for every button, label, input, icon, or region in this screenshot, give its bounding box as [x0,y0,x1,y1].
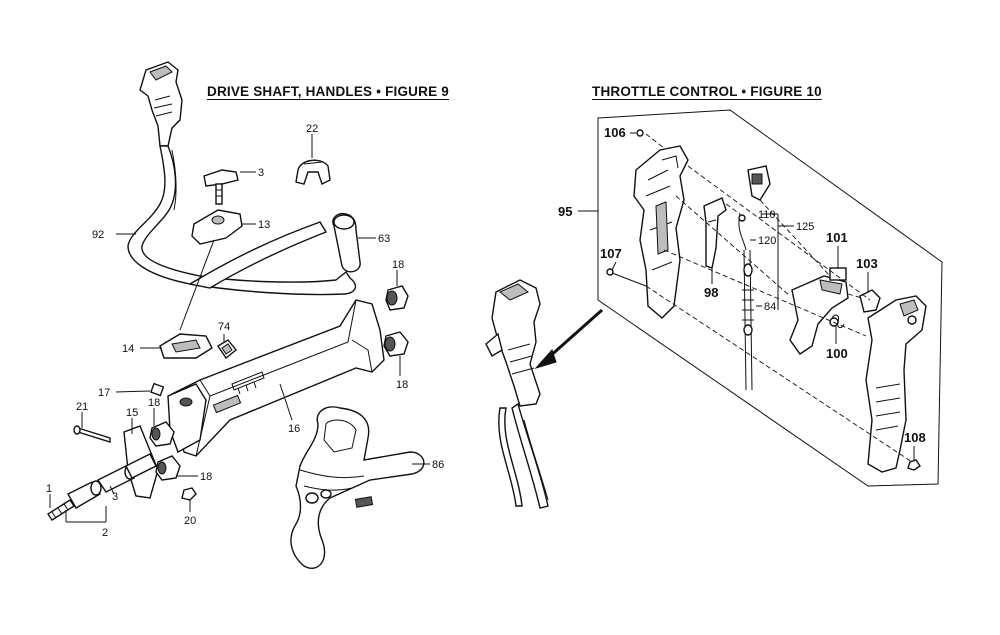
callout-86: 86 [432,459,444,471]
callout-3: 3 [112,491,118,503]
callout-17: 17 [98,387,110,399]
callout-103: 103 [856,256,878,271]
housing-right-half [865,295,927,473]
callout-110: 110 [758,209,776,221]
callout-2: 2 [102,527,108,539]
callout-1: 1 [46,483,52,495]
bushing-18-top [385,285,409,311]
callout-18-d: 18 [200,471,212,483]
housing-left-half [633,129,689,319]
shaft-assembly [47,453,157,521]
callout-108: 108 [904,430,926,445]
knob-11 [203,169,239,205]
callout-16: 16 [288,423,300,435]
clamp-13 [191,209,243,245]
bushing-18-lower-a [149,421,175,447]
callout-101: 101 [826,230,848,245]
callout-15: 15 [126,407,138,419]
callout-18-a: 18 [392,259,404,271]
figure-9-leaders [49,134,430,523]
callout-11: 3 [258,167,264,179]
callout-63: 63 [378,233,390,245]
harness-86 [290,406,425,569]
trigger-101 [789,267,849,355]
callout-125: 125 [796,221,814,233]
nut-20 [181,487,197,501]
callout-22: 22 [306,123,318,135]
bushing-18-mid [383,331,409,357]
assembly-lines [645,133,913,463]
clip-22 [295,159,331,185]
nut-17 [150,382,165,397]
callout-107: 107 [600,246,622,261]
callout-106: 106 [604,125,626,140]
callout-120: 120 [758,235,776,247]
screw-107 [606,268,647,287]
pointer-arrow [534,308,603,369]
figure-10-drawing: 95 106 107 98 110 120 125 84 101 103 100… [485,109,943,509]
bushing-18-lower-b [155,455,181,481]
callout-21: 21 [76,401,88,413]
assembled-throttle-handle [485,279,549,509]
callout-100: 100 [826,346,848,361]
clamp-14 [159,333,213,359]
throttle-cable [738,165,771,391]
figure-9-drawing: 3 13 22 92 63 14 74 18 18 17 21 15 18 18… [46,61,444,569]
figure-10-leaders [578,132,915,460]
nut-108 [907,459,921,471]
handle-92 [127,61,357,296]
callout-95: 95 [558,204,572,219]
callout-92: 92 [92,229,104,241]
screw-21 [73,425,111,443]
callout-18-b: 18 [396,379,408,391]
lock-103 [859,289,881,313]
callout-14: 14 [122,343,134,355]
callout-74: 74 [218,321,230,333]
figure-9-title: DRIVE SHAFT, HANDLES • FIGURE 9 [207,84,449,99]
callout-98: 98 [704,285,718,300]
housing-16 [171,299,385,457]
part-98 [703,197,727,269]
exploded-view-frame [597,109,943,487]
callout-13: 13 [258,219,270,231]
grip-63 [332,212,361,273]
part-74 [217,339,237,360]
callout-20: 20 [184,515,196,527]
callout-84: 84 [764,301,776,313]
figure-10-title: THROTTLE CONTROL • FIGURE 10 [592,84,822,99]
callout-18-c: 18 [148,397,160,409]
